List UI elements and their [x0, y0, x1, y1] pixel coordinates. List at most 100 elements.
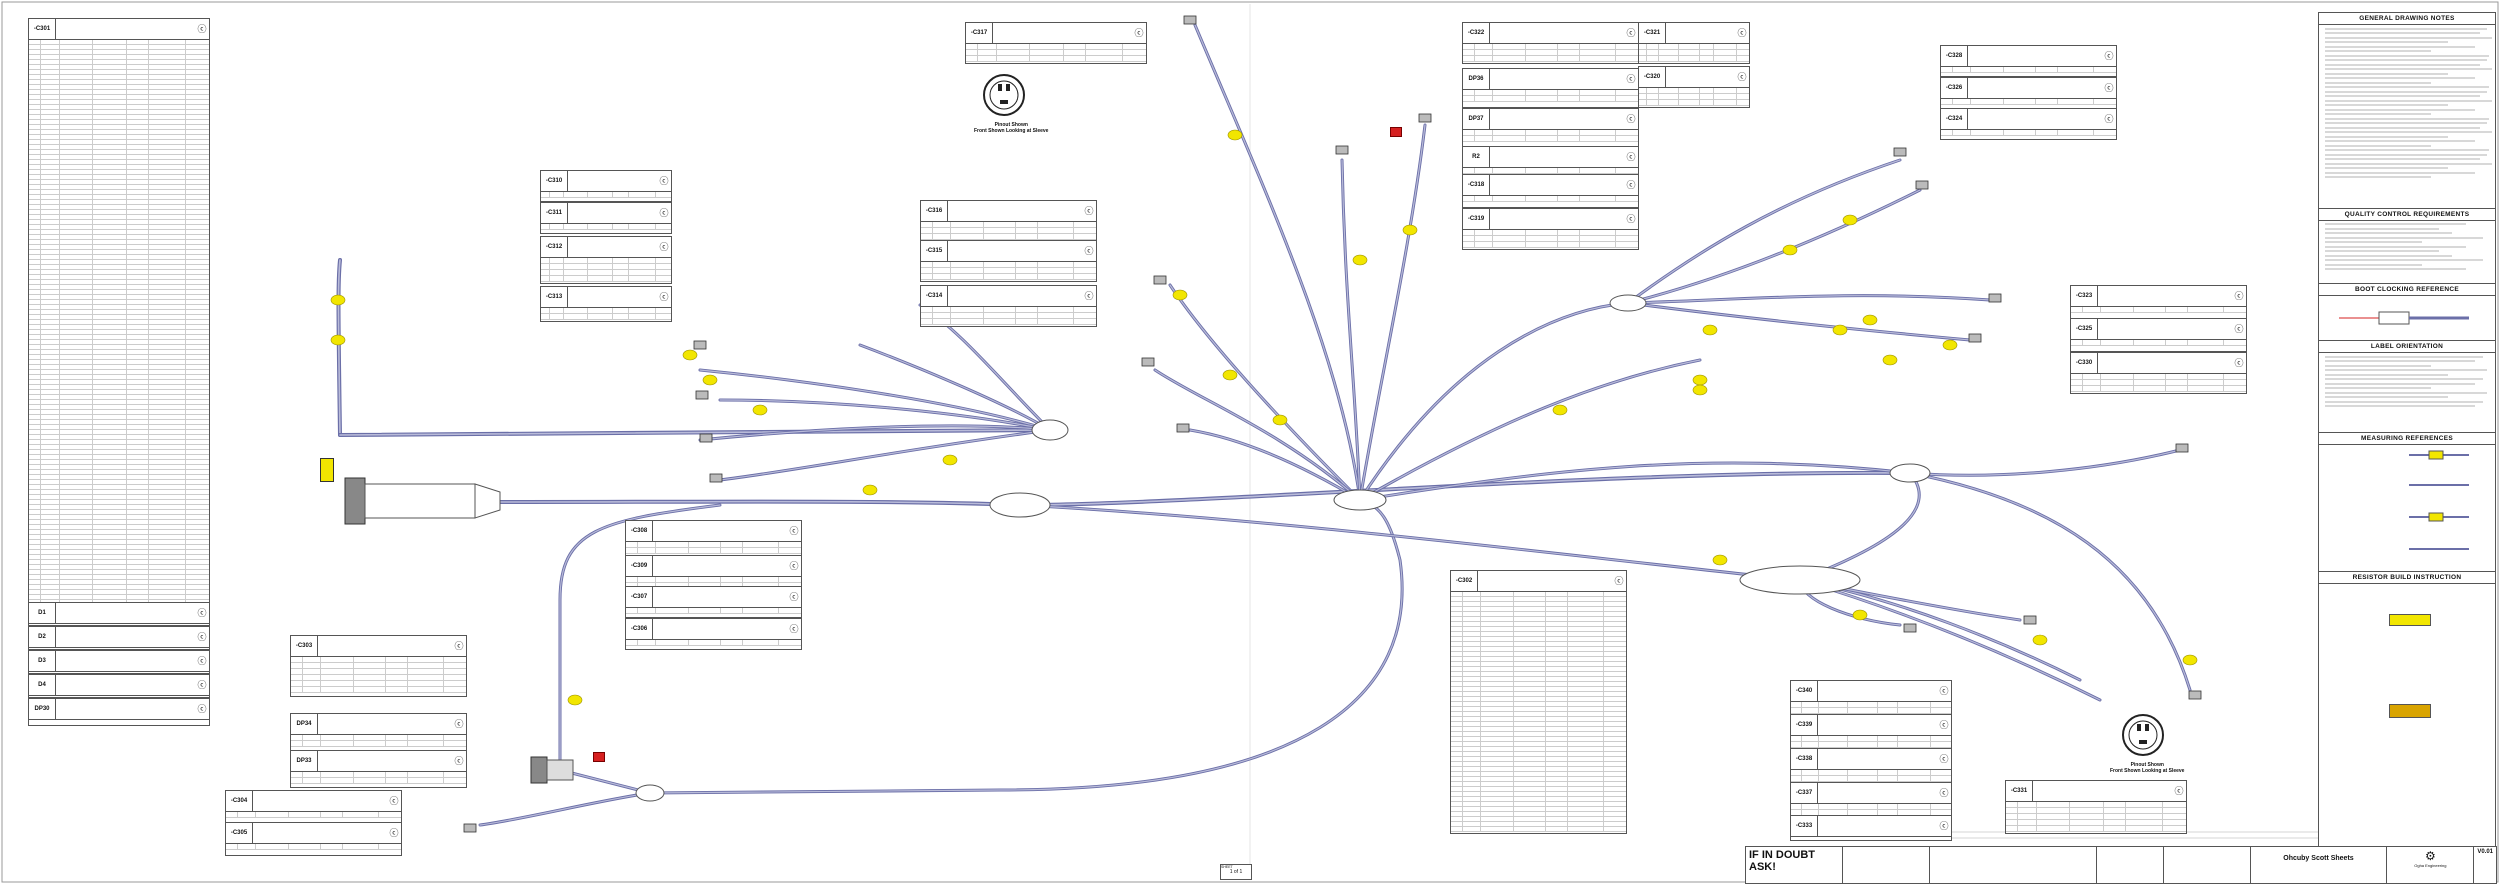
table-row — [29, 260, 209, 265]
note-line — [2325, 396, 2449, 398]
table-row — [1451, 772, 1626, 777]
table-row — [2006, 802, 2186, 808]
connector-meta — [318, 636, 452, 656]
connector-id: D4 — [29, 675, 56, 695]
note-line — [2325, 140, 2475, 142]
table-row — [1451, 642, 1626, 647]
connector-face-icon: ⓒ — [2104, 82, 2114, 93]
end-connector-plug — [1903, 623, 1917, 633]
table-row — [1451, 657, 1626, 662]
connector-face-icon: ⓒ — [1626, 179, 1636, 190]
table-row — [29, 300, 209, 305]
wire-branch-highlight — [719, 429, 1051, 481]
table-row — [29, 100, 209, 105]
note-line — [2325, 99, 2493, 102]
heatshrink-boot — [1352, 254, 1368, 266]
note-line — [2325, 369, 2487, 371]
connector-face-icon: ⓒ — [1084, 245, 1094, 256]
connector-meta — [56, 651, 195, 671]
breakout-nodes — [635, 294, 1931, 802]
wire-branch — [1626, 188, 1922, 305]
table-row — [29, 170, 209, 175]
heatshrink-boot — [1942, 339, 1958, 351]
table-row — [29, 245, 209, 250]
table-row — [29, 120, 209, 125]
heatshrink-boot — [1862, 314, 1878, 326]
note-line — [2325, 90, 2487, 93]
table-row — [291, 663, 466, 669]
note-line — [2325, 250, 2440, 252]
pinout-view-right — [2122, 714, 2164, 756]
note-line — [2325, 126, 2480, 129]
table-row — [29, 255, 209, 260]
note-line — [2325, 144, 2431, 147]
company-logo-icon: ⚙ — [2424, 849, 2436, 863]
table-row — [29, 355, 209, 360]
heatshrink-boot — [1702, 324, 1718, 336]
heatshrink-boot — [330, 334, 346, 346]
table-row — [541, 314, 671, 320]
table-row — [2071, 386, 2246, 392]
connector-id: DP37 — [1463, 109, 1490, 129]
table-row — [1451, 822, 1626, 827]
note-line — [2325, 135, 2449, 138]
connector-id: D3 — [29, 651, 56, 671]
connector-meta — [1490, 147, 1624, 167]
heatshrink-boot — [1402, 224, 1418, 236]
table-row — [1451, 767, 1626, 772]
connector-meta — [56, 603, 195, 623]
connector-face-icon: ⓒ — [1626, 213, 1636, 224]
table-row — [29, 310, 209, 315]
table-row — [29, 105, 209, 110]
connector-face-icon: ⓒ — [197, 655, 207, 666]
connector-face-icon: ⓒ — [1084, 290, 1094, 301]
table-row — [29, 295, 209, 300]
connector-meta — [2098, 353, 2232, 373]
table-row — [29, 335, 209, 340]
connector-id: -C333 — [1791, 816, 1818, 836]
table-row — [1791, 736, 1951, 742]
table-row — [2071, 307, 2246, 313]
end-connector-plug — [1141, 357, 1155, 367]
wire-branch-highlight — [1627, 302, 1971, 341]
table-row — [29, 315, 209, 320]
wire-branch-highlight — [1627, 189, 1921, 304]
note-line — [2325, 254, 2452, 257]
connector-meta — [318, 714, 452, 734]
table-row — [29, 540, 209, 545]
table-row — [291, 669, 466, 675]
connector-face-icon: ⓒ — [1939, 719, 1949, 730]
table-row — [29, 145, 209, 150]
end-connector-plug — [1968, 333, 1982, 343]
table-row — [29, 85, 209, 90]
table-row — [29, 65, 209, 70]
sheet-label: SHEET — [1221, 865, 1233, 869]
wire-branch-highlight — [699, 369, 1051, 431]
connector-face-icon: ⓒ — [659, 207, 669, 218]
table-row — [29, 590, 209, 595]
end-connector-plug — [2188, 690, 2202, 700]
table-row — [1451, 762, 1626, 767]
connector-face-icon: ⓒ — [197, 631, 207, 642]
table-row — [1639, 94, 1749, 100]
note-line — [2325, 81, 2431, 84]
table-row — [29, 240, 209, 245]
title-block: IF IN DOUBT ASK! Ohcuby Scott Sheets ⚙ O… — [1745, 846, 2497, 884]
table-row — [541, 224, 671, 230]
table-row — [1451, 672, 1626, 677]
note-line — [2325, 50, 2431, 52]
table-row — [966, 56, 1146, 62]
connector-meta — [568, 237, 657, 257]
